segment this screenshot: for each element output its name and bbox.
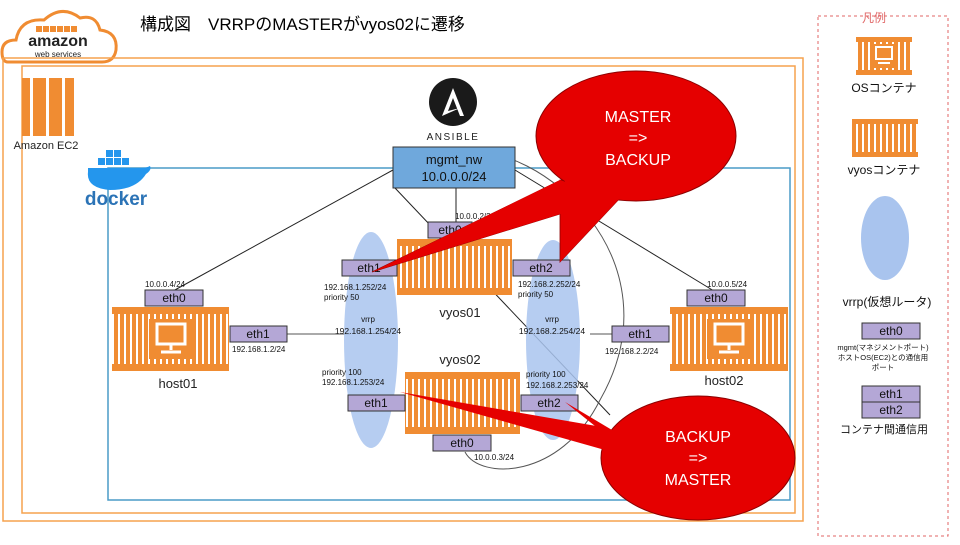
aws-logo-text: amazon: [28, 33, 88, 50]
vyos01-eth1-label: eth1: [357, 261, 381, 275]
host01-eth1-label: eth1: [246, 327, 270, 341]
vyos01-name: vyos01: [439, 305, 480, 320]
legend-box: [817, 15, 949, 537]
callout-backup-to-master: BACKUP => MASTER: [400, 392, 796, 521]
legend-vrrp-label: vrrp(仮想ルータ): [843, 294, 932, 309]
host02-monitor-icon: [713, 322, 745, 354]
host02-container: [670, 307, 788, 371]
callout-bottom-line3: MASTER: [665, 472, 732, 489]
legend-vrrp-icon: [861, 196, 909, 280]
ansible-icon: [429, 78, 477, 126]
docker-whale-icon: [87, 150, 151, 190]
aws-logo: amazon web services: [0, 10, 118, 64]
host01-eth0-port: [144, 289, 204, 307]
host01-monitor-icon: [155, 322, 187, 354]
callout-top-line3: BACKUP: [605, 152, 671, 169]
host02-eth1-port: [611, 325, 670, 343]
host01-eth0-label: eth0: [162, 291, 186, 305]
host01-eth1-port: [229, 325, 288, 343]
callout-top-line1: MASTER: [605, 109, 672, 126]
vrrp2-vip: 192.168.2.254/24: [519, 326, 585, 336]
vyos01-eth2-port: [512, 259, 571, 277]
legend-vyos-container-label: vyosコンテナ: [848, 163, 921, 177]
host02-eth0-port: [686, 289, 746, 307]
callout-bottom-line2: =>: [689, 450, 708, 467]
legend-eth2-label: eth2: [879, 403, 903, 417]
vyos02-eth0-label: eth0: [450, 436, 474, 450]
vyos02-name: vyos02: [439, 352, 480, 367]
legend-title: 凡例: [862, 11, 886, 25]
vyos01-eth2-label: eth2: [529, 261, 553, 275]
ec2-icon: [22, 78, 74, 136]
host01-eth0-ip: 10.0.0.4/24: [145, 280, 186, 289]
aws-logo-subtext: web services: [34, 50, 81, 59]
legend-mgmt-port: [861, 322, 921, 340]
vyos01-eth2-ip: 192.168.2.252/24: [518, 280, 581, 289]
vrrp1-vip: 192.168.1.254/24: [335, 326, 401, 336]
vyos01-container: [397, 239, 512, 295]
host02-name: host02: [704, 373, 743, 388]
legend-vyos-container-icon: [852, 119, 918, 157]
vrrp1-label: vrrp: [361, 315, 375, 324]
vyos02-eth1-priority: priority 100: [322, 368, 362, 377]
aws-boundary: [2, 57, 804, 522]
vyos02-eth2-port: [520, 394, 579, 412]
host01-eth1-ip: 192.168.1.2/24: [232, 345, 286, 354]
legend-os-container-icon: [856, 37, 912, 75]
vyos02-eth1-ip: 192.168.1.253/24: [322, 378, 385, 387]
ansible-label: ANSIBLE: [427, 132, 480, 143]
docker-label: docker: [85, 189, 148, 210]
vyos02-eth1-label: eth1: [364, 396, 388, 410]
host02-eth0-ip: 10.0.0.5/24: [707, 280, 748, 289]
host02-eth1-ip: 192.168.2.2/24: [605, 347, 659, 356]
host01-container: [112, 307, 229, 371]
vyos02-eth1-port: [347, 394, 406, 412]
vyos02-eth0-ip: 10.0.0.3/24: [474, 453, 515, 462]
mgmt-link-vyos02: [459, 150, 625, 470]
legend-mgmt-desc2: ホストOS(EC2)との通信用: [838, 352, 928, 362]
vyos01-eth0-ip: 10.0.0.2/24: [455, 212, 496, 221]
vyos02-eth0-port: [432, 434, 492, 452]
vrrp2-label: vrrp: [545, 315, 559, 324]
legend-mgmt-desc3: ポート: [872, 363, 895, 372]
vrrp1-ellipse: [344, 232, 398, 448]
vyos01-eth1-port: [341, 259, 398, 277]
mgmt-nw-subnet: 10.0.0.0/24: [421, 169, 486, 184]
mgmt-nw-box: mgmt_nw 10.0.0.0/24: [392, 146, 516, 189]
legend-mgmt-desc1: mgmt(マネジメントポート): [837, 343, 929, 352]
host02-eth1-label: eth1: [628, 327, 652, 341]
host01-name: host01: [158, 376, 197, 391]
vyos01-eth1-ip: 192.168.1.252/24: [324, 283, 387, 292]
vyos02-eth2-ip: 192.168.2.253/24: [526, 381, 589, 390]
vyos02-eth2-label: eth2: [537, 396, 561, 410]
legend-eth2-port: [861, 401, 921, 419]
callout-bottom-line1: BACKUP: [665, 429, 731, 446]
vyos02-eth2-priority: priority 100: [526, 370, 566, 379]
vyos01-eth1-priority: priority 50: [324, 293, 360, 302]
ec2-boundary: [21, 65, 796, 514]
ec2-label: Amazon EC2: [14, 140, 79, 152]
legend-inter-desc: コンテナ間通信用: [840, 423, 928, 436]
legend-mgmt-port-label: eth0: [879, 324, 903, 338]
host02-eth0-label: eth0: [704, 291, 728, 305]
mgmt-nw-name: mgmt_nw: [426, 152, 483, 167]
callout-master-to-backup: MASTER => BACKUP: [371, 70, 737, 273]
page-title: 構成図 VRRPのMASTERがvyos02に遷移: [140, 15, 465, 34]
callout-top-line2: =>: [629, 130, 648, 147]
aws-cubes-icon: [36, 26, 77, 32]
legend-os-container-label: OSコンテナ: [851, 81, 916, 95]
vyos01-eth2-priority: priority 50: [518, 290, 554, 299]
legend-eth1-label: eth1: [879, 387, 903, 401]
vrrp2-ellipse: [526, 240, 580, 440]
